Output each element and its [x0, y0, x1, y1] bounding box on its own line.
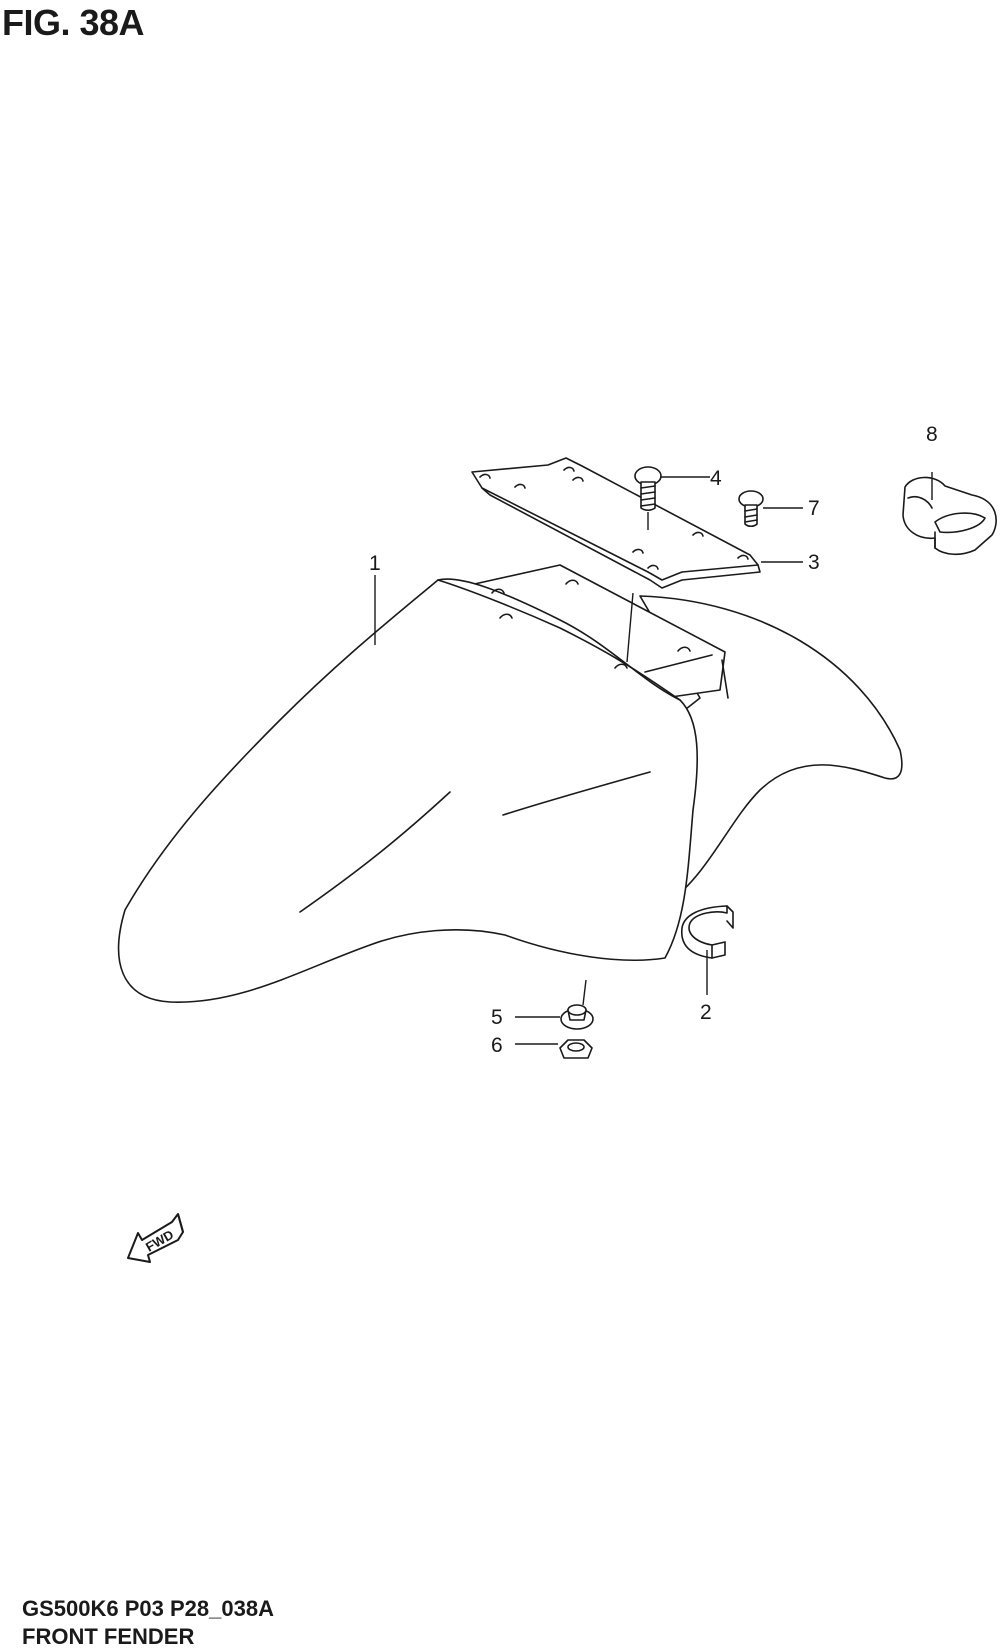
nut-part-5[interactable] [560, 979, 594, 1030]
clip-part-2[interactable] [681, 905, 734, 959]
callout-5: 5 [491, 1006, 503, 1029]
callout-3: 3 [808, 551, 820, 574]
bolt-part-4[interactable] [626, 466, 662, 663]
front-fender-part[interactable] [117, 564, 903, 1003]
figure-name: FRONT FENDER [22, 1624, 195, 1649]
flange-nut-part-6[interactable] [559, 1039, 593, 1059]
forward-arrow-icon: FWD [127, 1213, 184, 1263]
callout-7: 7 [808, 497, 820, 520]
leader-lines [374, 472, 933, 1045]
clamp-part-8[interactable] [902, 476, 997, 556]
callout-6: 6 [491, 1034, 503, 1057]
callout-2: 2 [700, 1001, 712, 1024]
callout-1: 1 [369, 552, 381, 575]
callout-4: 4 [710, 467, 722, 490]
screw-part-7[interactable] [738, 490, 764, 528]
callout-8: 8 [926, 423, 938, 446]
figure-title: FIG. 38A [2, 2, 145, 43]
fender-bracket-part[interactable] [471, 457, 761, 589]
figure-code: GS500K6 P03 P28_038A [22, 1596, 274, 1621]
